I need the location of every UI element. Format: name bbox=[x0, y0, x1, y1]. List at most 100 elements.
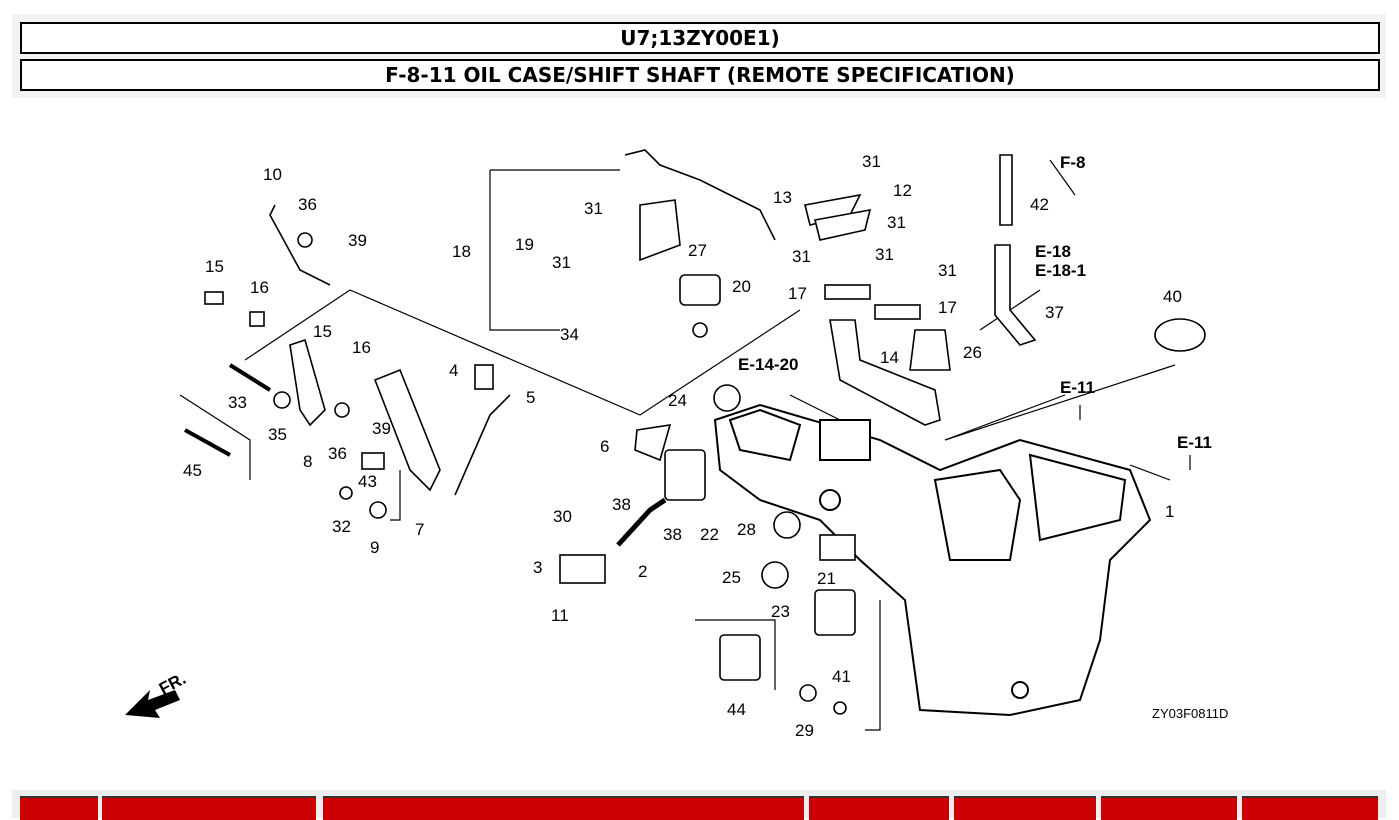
grommet-40-part bbox=[1154, 318, 1206, 352]
clamp-3-part bbox=[559, 554, 606, 584]
joint-4-part bbox=[474, 364, 494, 390]
spacer-17b-part bbox=[874, 304, 921, 320]
callout-label: 43 bbox=[358, 472, 377, 491]
ref-e14-20[interactable]: E-14-20 bbox=[738, 355, 798, 374]
callout-label: 30 bbox=[553, 507, 572, 526]
callout-label: 15 bbox=[313, 322, 332, 341]
callout-label: 31 bbox=[875, 245, 894, 264]
plug-28-part bbox=[773, 511, 801, 539]
callout-label: 31 bbox=[862, 152, 881, 171]
callout-label: 39 bbox=[372, 419, 391, 438]
bolt-15-part bbox=[204, 291, 224, 305]
hose-2-part bbox=[616, 497, 667, 547]
oil-case-part bbox=[713, 403, 1152, 717]
callout-label: 17 bbox=[938, 298, 957, 317]
callout-label: 6 bbox=[600, 437, 609, 456]
callout-label: 3 bbox=[533, 558, 542, 577]
callout-label: 9 bbox=[370, 538, 379, 557]
boot-26-part bbox=[909, 329, 951, 371]
callout-label: 31 bbox=[938, 261, 957, 280]
bolt-32-part bbox=[339, 486, 353, 500]
clip-6-part bbox=[634, 424, 672, 462]
callout-label: 27 bbox=[688, 241, 707, 260]
callout-label: 13 bbox=[773, 188, 792, 207]
table-header-cell bbox=[1101, 796, 1237, 820]
table-header-cell bbox=[102, 796, 316, 820]
callout-label: 15 bbox=[205, 257, 224, 276]
callout-label: 1 bbox=[1165, 502, 1174, 521]
front-arrow-icon bbox=[125, 690, 180, 718]
ref-e18-1[interactable]: E-18-1 bbox=[1035, 261, 1086, 280]
plate-12-part bbox=[814, 208, 872, 241]
washer-36a-part bbox=[297, 232, 313, 248]
washer-41-part bbox=[833, 701, 847, 715]
callout-label: 16 bbox=[250, 278, 269, 297]
cover-23-part bbox=[814, 589, 856, 636]
ref-f8[interactable]: F-8 bbox=[1060, 153, 1086, 172]
callout-label: 28 bbox=[737, 520, 756, 539]
header-panel: U7;13ZY00E1) F-8-11 OIL CASE/SHIFT SHAFT… bbox=[12, 14, 1386, 98]
section-title: F-8-11 OIL CASE/SHIFT SHAFT (REMOTE SPEC… bbox=[20, 59, 1380, 91]
callout-label: 29 bbox=[795, 721, 814, 740]
callout-label: 21 bbox=[817, 569, 836, 588]
callout-label: 44 bbox=[727, 700, 746, 719]
table-header-cell bbox=[323, 796, 804, 820]
callout-label: 18 bbox=[452, 242, 471, 261]
callout-label: 20 bbox=[732, 277, 751, 296]
callout-label: 41 bbox=[832, 667, 851, 686]
bolt-33-part bbox=[228, 363, 272, 392]
model-code-title: U7;13ZY00E1) bbox=[20, 22, 1380, 54]
callout-label: 8 bbox=[303, 452, 312, 471]
callout-label: 38 bbox=[663, 525, 682, 544]
callout-label: 39 bbox=[348, 231, 367, 250]
table-header-cell bbox=[1242, 796, 1378, 820]
callout-label: 7 bbox=[415, 520, 424, 539]
plug-24-part bbox=[713, 384, 741, 412]
shift-arm-7-part bbox=[373, 368, 441, 492]
callout-label: 4 bbox=[449, 361, 458, 380]
washer-36-part bbox=[334, 402, 350, 418]
hose-42-part bbox=[999, 154, 1013, 226]
callout-label: 19 bbox=[515, 235, 534, 254]
ref-e18[interactable]: E-18 bbox=[1035, 242, 1071, 261]
table-header-cell bbox=[809, 796, 949, 820]
table-header-cell bbox=[20, 796, 98, 820]
ref-e11-a[interactable]: E-11 bbox=[1060, 378, 1095, 397]
callout-label: 36 bbox=[298, 195, 317, 214]
cover-44-part bbox=[719, 634, 761, 681]
callout-label: 12 bbox=[893, 181, 912, 200]
cable-18-part bbox=[624, 149, 776, 241]
washer-35-part bbox=[273, 391, 291, 409]
collar-9-part bbox=[369, 501, 387, 519]
callout-label: 22 bbox=[700, 525, 719, 544]
hose-42b-part bbox=[994, 244, 1037, 346]
ref-e11-b[interactable]: E-11 bbox=[1177, 433, 1212, 452]
callout-label: 38 bbox=[612, 495, 631, 514]
shift-rod-5-part bbox=[454, 394, 511, 496]
callout-label: 32 bbox=[332, 517, 351, 536]
bolt-45-part bbox=[184, 428, 231, 457]
callout-label: 17 bbox=[788, 284, 807, 303]
callout-label: 16 bbox=[352, 338, 371, 357]
callout-label: 40 bbox=[1163, 287, 1182, 306]
holder-20-part bbox=[679, 274, 721, 306]
callout-label: 31 bbox=[584, 199, 603, 218]
collar-43-part bbox=[361, 452, 385, 470]
callout-label: 36 bbox=[328, 444, 347, 463]
table-header-cell bbox=[954, 796, 1096, 820]
callout-label: 45 bbox=[183, 461, 202, 480]
callout-label: 37 bbox=[1045, 303, 1064, 322]
nut-34-part bbox=[692, 322, 708, 338]
bracket-19-part bbox=[639, 199, 681, 262]
cover-22-part bbox=[664, 449, 706, 501]
image-code: ZY03F0811D bbox=[1152, 706, 1228, 721]
plug-25-part bbox=[761, 561, 789, 589]
callout-label: 31 bbox=[792, 247, 811, 266]
callout-label: 31 bbox=[552, 253, 571, 272]
callout-label: 5 bbox=[526, 388, 535, 407]
callout-label: 26 bbox=[963, 343, 982, 362]
exploded-view-svg: FR. F-8 E-18 E-18-1 E-14-20 E-11 E-11 ZY… bbox=[125, 149, 1228, 740]
parts-table-header bbox=[12, 790, 1386, 820]
callout-label: 11 bbox=[551, 606, 569, 625]
lever-8-part bbox=[289, 338, 326, 427]
